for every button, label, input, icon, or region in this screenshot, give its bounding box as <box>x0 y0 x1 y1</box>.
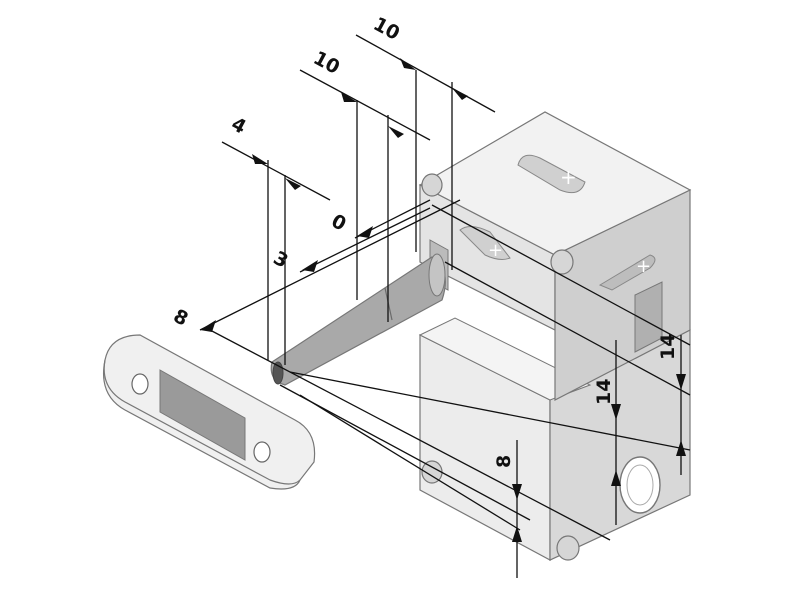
dim-label-0: 0 <box>328 210 350 236</box>
plus-marking-top: + <box>560 165 577 189</box>
dim-label-10-second: 10 <box>310 47 344 79</box>
dim-label-8-right: 8 <box>493 455 515 468</box>
screw-top-right <box>550 249 574 275</box>
actuator-cone <box>270 253 446 386</box>
plus-marking-right: + <box>636 256 651 277</box>
dim-label-10-top: 10 <box>370 13 404 45</box>
mounting-hole-right <box>253 441 271 463</box>
dim-label-4: 4 <box>228 113 250 139</box>
mounting-hole-left <box>131 373 149 395</box>
mounting-plate <box>103 334 316 490</box>
dim-label-14-right: 14 <box>657 334 679 360</box>
dim-label-14-middle: 14 <box>593 379 615 405</box>
screw-top-left <box>421 173 443 197</box>
screw-bottom-right <box>556 535 580 561</box>
dim-label-8-left: 8 <box>170 305 192 331</box>
dimension-lines <box>199 34 691 578</box>
plus-marking-front: + <box>488 240 503 261</box>
dim-label-3: 3 <box>270 247 292 273</box>
